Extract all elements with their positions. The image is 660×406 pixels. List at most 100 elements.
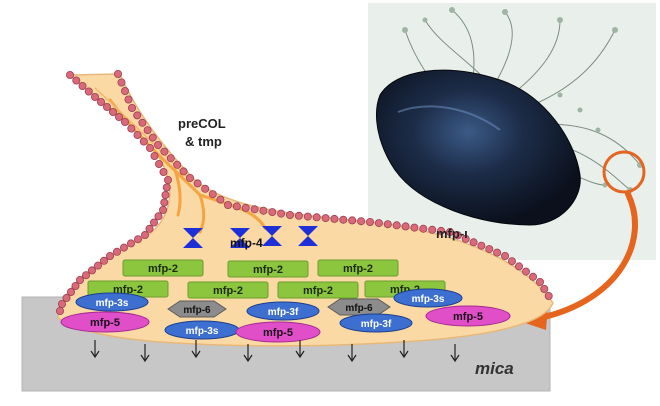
cuticle-bead	[139, 137, 148, 146]
cuticle-bead	[113, 247, 122, 256]
tmp-label: & tmp	[185, 134, 222, 149]
svg-text:mfp-2: mfp-2	[148, 263, 178, 275]
mfp3s-ellipse: mfp-3s	[393, 288, 463, 308]
cuticle-bead	[127, 124, 136, 133]
mfp4-group	[183, 226, 318, 248]
cuticle-bead	[500, 251, 509, 260]
cuticle-bead	[162, 183, 171, 192]
cuticle-bead	[348, 216, 357, 225]
cuticle-bead	[410, 223, 419, 232]
cuticle-bead	[201, 184, 210, 193]
down-arrow-head	[90, 350, 100, 359]
cuticle-bead	[127, 239, 136, 248]
interface-row-1: mfp-3s mfp-6 mfp-3f mfp-6 mfp-3s	[75, 288, 463, 321]
cuticle-bead	[121, 87, 130, 96]
mfp2-row-2: mfp-2 mfp-2 mfp-2 mfp-2	[87, 280, 446, 299]
cuticle-bead	[140, 230, 149, 239]
cuticle-bead	[109, 108, 118, 117]
cuticle-bead	[84, 87, 93, 96]
mfp2-block: mfp-2	[317, 259, 399, 277]
cuticle-bead	[485, 245, 494, 254]
cuticle-bead	[120, 243, 129, 252]
mfp3s-ellipse: mfp-3s	[75, 292, 149, 312]
down-arrow-head	[450, 354, 460, 363]
cuticle-bead	[365, 217, 374, 226]
svg-text:mfp-3s: mfp-3s	[186, 326, 219, 337]
cuticle-bead	[493, 248, 502, 257]
cuticle-bead	[100, 256, 109, 265]
mfp6-hexagon: mfp-6	[327, 298, 391, 316]
mussel-photo	[368, 3, 656, 260]
down-arrow-head	[243, 354, 253, 363]
cuticle-bead	[159, 167, 168, 176]
cuticle-bead	[173, 160, 182, 169]
cuticle-bead	[179, 167, 188, 176]
mfp2-block: mfp-2	[227, 260, 309, 278]
mfp2-block: mfp-2	[122, 259, 204, 277]
cuticle-bead	[62, 293, 71, 302]
cuticle-bead	[58, 299, 67, 308]
cuticle-bead	[145, 224, 154, 233]
mfp4-bowtie	[298, 236, 318, 246]
svg-text:mfp-3f: mfp-3f	[268, 307, 299, 318]
cuticle-bead	[330, 214, 339, 223]
cuticle-bead	[522, 267, 531, 276]
cuticle-bead	[312, 213, 321, 222]
svg-text:mfp-5: mfp-5	[263, 327, 293, 339]
svg-text:mfp-2: mfp-2	[213, 285, 243, 297]
cuticle-bead	[82, 271, 91, 280]
cuticle-bead	[161, 190, 170, 199]
mfp4-bowtie	[230, 228, 250, 238]
cuticle-bead	[150, 151, 159, 160]
cuticle-bead	[66, 71, 75, 80]
mfp4-bowtie	[298, 226, 318, 236]
cuticle-bead	[148, 133, 157, 142]
mfp4-bowtie	[183, 228, 203, 238]
cuticle-bead	[103, 103, 112, 112]
svg-text:mfp-2: mfp-2	[343, 263, 373, 275]
mfp4-bowtie	[230, 238, 250, 248]
mfp5-ellipse: mfp-5	[60, 311, 150, 333]
mfp1-label: mfp-ı	[436, 226, 468, 241]
cuticle-bead	[250, 205, 259, 214]
cuticle-bead	[461, 234, 470, 243]
mfp2-block: mfp-2	[187, 281, 269, 299]
cuticle-bead	[223, 200, 232, 209]
cuticle-bead	[339, 215, 348, 224]
cuticle-bead	[115, 113, 124, 122]
mfp3f-ellipse: mfp-3f	[246, 301, 320, 321]
cuticle-bead	[121, 118, 130, 127]
cuticle-bead	[357, 217, 366, 226]
cuticle-bead	[374, 219, 383, 228]
interface-row-2: mfp-5 mfp-3s mfp-5 mfp-3f mfp-5	[60, 305, 511, 343]
cuticle-bead	[106, 251, 115, 260]
cuticle-bead	[515, 262, 524, 271]
precol-label: preCOL	[178, 116, 226, 131]
mfp2-block: mfp-2	[277, 281, 359, 299]
cuticle-bead	[208, 190, 217, 199]
svg-text:mfp-3s: mfp-3s	[96, 298, 129, 309]
svg-text:mfp-6: mfp-6	[345, 303, 373, 314]
cuticle-bead	[71, 281, 80, 290]
svg-text:mfp-5: mfp-5	[90, 317, 120, 329]
cuticle-bead	[392, 221, 401, 230]
cuticle-bead	[383, 220, 392, 229]
cuticle-bead	[56, 306, 65, 315]
down-arrow-head	[399, 350, 409, 359]
svg-text:mfp-5: mfp-5	[453, 311, 483, 323]
cuticle-bead	[114, 70, 123, 79]
cuticle-bead	[259, 206, 268, 215]
cuticle-bead	[428, 225, 437, 234]
cuticle-bead	[133, 111, 142, 120]
cuticle-bead	[160, 198, 169, 207]
svg-text:mfp-3s: mfp-3s	[412, 294, 445, 305]
cuticle-bead	[241, 203, 250, 212]
svg-text:mfp-2: mfp-2	[303, 285, 333, 297]
mfp6-hexagon: mfp-6	[167, 300, 227, 318]
mfp4-bowtie	[262, 226, 282, 236]
mfp3s-ellipse: mfp-3s	[164, 320, 240, 340]
mica-label: mica	[475, 359, 514, 378]
down-arrow-head	[347, 354, 357, 363]
mfp4-bowtie	[183, 238, 203, 248]
